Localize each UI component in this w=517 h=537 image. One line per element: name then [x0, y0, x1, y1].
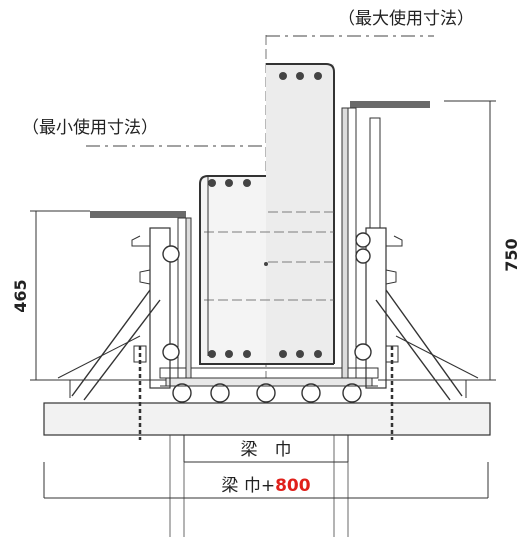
- base-slab: [43, 402, 491, 436]
- dim-465-label: 465: [11, 279, 30, 312]
- min-size-label: （最小使用寸法）: [22, 117, 158, 138]
- left-support: [52, 217, 192, 440]
- min-beam: [199, 175, 334, 365]
- beam-width-plus-value: 800: [275, 476, 311, 496]
- dim-750-label: 750: [502, 238, 517, 271]
- right-support: [341, 107, 484, 440]
- beam-width-label: 梁 巾: [241, 440, 292, 460]
- max-beam: [266, 63, 335, 365]
- beam-width-plus-prefix: 梁 巾+: [221, 476, 275, 496]
- soffit-pipes: [159, 367, 379, 403]
- max-size-label: （最大使用寸法）: [338, 8, 474, 29]
- slabs: [90, 101, 430, 218]
- beam-width-plus-label: 梁 巾+800: [221, 476, 310, 496]
- dimension-lines: [30, 35, 496, 499]
